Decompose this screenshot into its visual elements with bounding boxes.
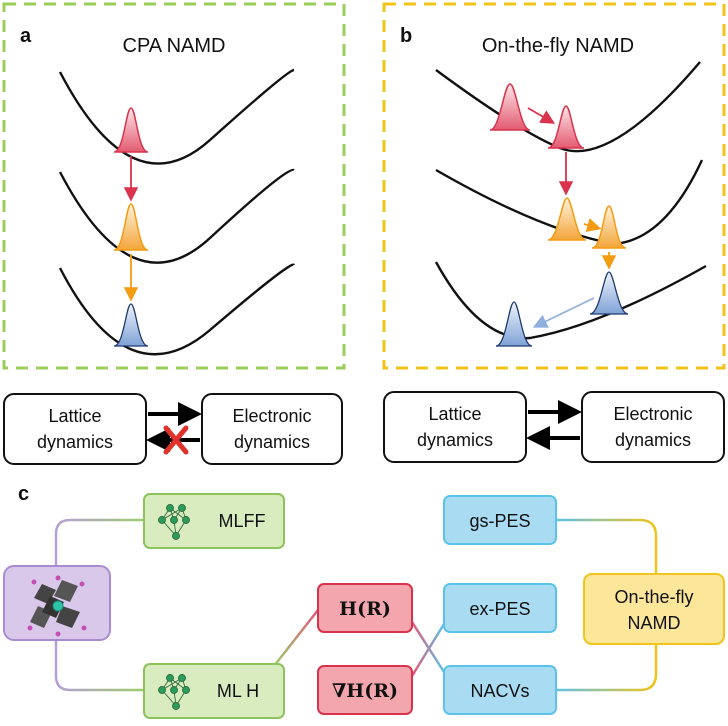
electronic-box-line2: dynamics xyxy=(615,430,691,450)
wavepacket-blue xyxy=(113,303,149,347)
onthefly-namd-node: On-the-fly NAMD xyxy=(583,573,725,645)
panel-b: b On-the-fly NAMD xyxy=(382,2,726,370)
wavepacket-orange-start xyxy=(547,197,587,241)
perovskite-structure-icon xyxy=(27,575,87,637)
electronic-box-line1: Electronic xyxy=(613,404,692,424)
wavepacket-red-end xyxy=(547,105,585,149)
wavepacket-orange xyxy=(113,203,149,251)
lattice-dynamics-box xyxy=(383,391,527,463)
potential-curve-lower xyxy=(58,263,296,356)
potential-curve-lower xyxy=(434,261,707,340)
wavepacket-red-start xyxy=(489,83,531,131)
hamiltonian-node: H(R) xyxy=(317,583,413,633)
hamiltonian-label: H(R) xyxy=(339,598,391,620)
connector-structure-mlff xyxy=(54,518,144,566)
onthefly-namd-line2: NAMD xyxy=(628,613,681,633)
connector-nacvs-namd xyxy=(556,644,658,692)
panel-b-title: On-the-fly NAMD xyxy=(482,35,634,57)
coupling-diagram-b: Lattice dynamics Electronic dynamics xyxy=(383,391,725,463)
hamiltonian-gradient-node: ∇H(R) xyxy=(317,665,413,715)
crystal-structure-node xyxy=(3,565,111,641)
gs-pes-label: gs-PES xyxy=(469,511,530,531)
ex-pes-label: ex-PES xyxy=(469,599,530,619)
lattice-box-line1: Lattice xyxy=(428,404,481,424)
ml-h-node: ML H xyxy=(143,663,285,719)
panel-c-letter: c xyxy=(18,483,29,505)
hamiltonian-gradient-label: ∇H(R) xyxy=(332,680,398,702)
neural-network-icon xyxy=(158,504,190,540)
motion-arrow-red xyxy=(527,107,556,124)
wavepacket-blue-start xyxy=(589,271,629,315)
nacvs-label: NACVs xyxy=(470,681,529,701)
connector-h-nacvs xyxy=(410,621,446,673)
panel-b-letter: b xyxy=(400,25,412,47)
connector-mlh-h xyxy=(273,609,319,667)
panel-c: c xyxy=(3,483,725,719)
connector-structure-mlh xyxy=(54,640,144,692)
lattice-box-line2: dynamics xyxy=(417,430,493,450)
motion-arrow-blue xyxy=(532,297,595,328)
blocked-cross-icon xyxy=(163,425,189,455)
panel-b-border xyxy=(382,2,726,370)
coupling-diagram-a: Lattice dynamics Electronic dynamics xyxy=(3,393,343,465)
onthefly-namd-line1: On-the-fly xyxy=(614,587,693,607)
wavepacket-blue-end xyxy=(495,301,533,347)
electronic-box-line2: dynamics xyxy=(234,432,310,452)
panel-a-title: CPA NAMD xyxy=(123,35,226,57)
potential-curve-upper xyxy=(58,68,295,165)
electronic-dynamics-box xyxy=(581,391,725,463)
connector-gspes-namd xyxy=(556,518,658,574)
mlff-label: MLFF xyxy=(219,511,266,531)
potential-curve-middle xyxy=(58,168,295,264)
electronic-box-line1: Electronic xyxy=(232,406,311,426)
nacvs-node: NACVs xyxy=(443,665,557,715)
neural-network-icon xyxy=(158,674,190,710)
lattice-box-line2: dynamics xyxy=(37,432,113,452)
wavepacket-red xyxy=(113,107,149,153)
motion-arrow-orange xyxy=(583,218,602,232)
panel-a-border xyxy=(2,2,346,370)
ml-h-label: ML H xyxy=(217,681,259,701)
lattice-dynamics-box xyxy=(3,393,147,465)
ex-pes-node: ex-PES xyxy=(443,583,557,633)
lattice-box-line1: Lattice xyxy=(48,406,101,426)
mlff-node: MLFF xyxy=(143,493,285,549)
electronic-dynamics-box xyxy=(201,393,343,465)
panel-a: a CPA NAMD xyxy=(2,2,346,370)
gs-pes-node: gs-PES xyxy=(443,495,557,545)
wavepacket-orange-end xyxy=(591,205,627,249)
panel-a-letter: a xyxy=(20,25,32,47)
connector-gradh-expes xyxy=(410,623,446,677)
